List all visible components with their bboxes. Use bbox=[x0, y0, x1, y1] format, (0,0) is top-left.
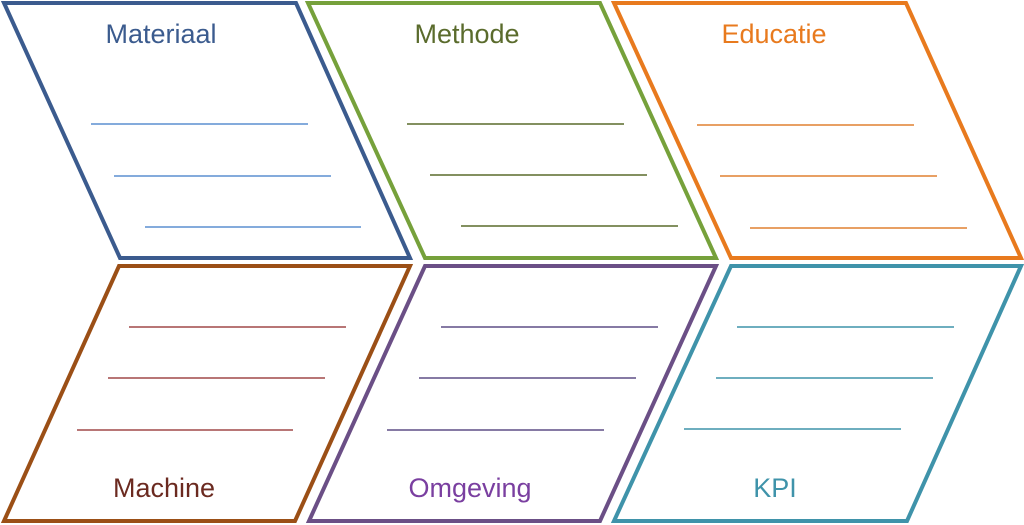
category-kpi-frame bbox=[610, 264, 1024, 523]
category-omgeving-label: Omgeving bbox=[408, 473, 531, 503]
category-educatie: Educatie bbox=[610, 1, 1024, 260]
category-machine-frame bbox=[0, 264, 414, 523]
category-materiaal: Materiaal bbox=[0, 1, 414, 260]
category-omgeving: Omgeving bbox=[305, 264, 720, 523]
category-materiaal-frame bbox=[0, 1, 414, 260]
category-educatie-frame bbox=[610, 1, 1024, 260]
category-methode-frame bbox=[304, 1, 720, 260]
category-educatie-label: Educatie bbox=[721, 19, 826, 49]
category-machine: Machine bbox=[0, 264, 414, 523]
category-materiaal-label: Materiaal bbox=[105, 19, 216, 49]
category-kpi: KPI bbox=[610, 264, 1024, 523]
category-omgeving-frame bbox=[305, 264, 720, 523]
category-kpi-label: KPI bbox=[753, 473, 797, 503]
category-methode: Methode bbox=[304, 1, 720, 260]
category-methode-label: Methode bbox=[414, 19, 519, 49]
category-machine-label: Machine bbox=[113, 473, 215, 503]
